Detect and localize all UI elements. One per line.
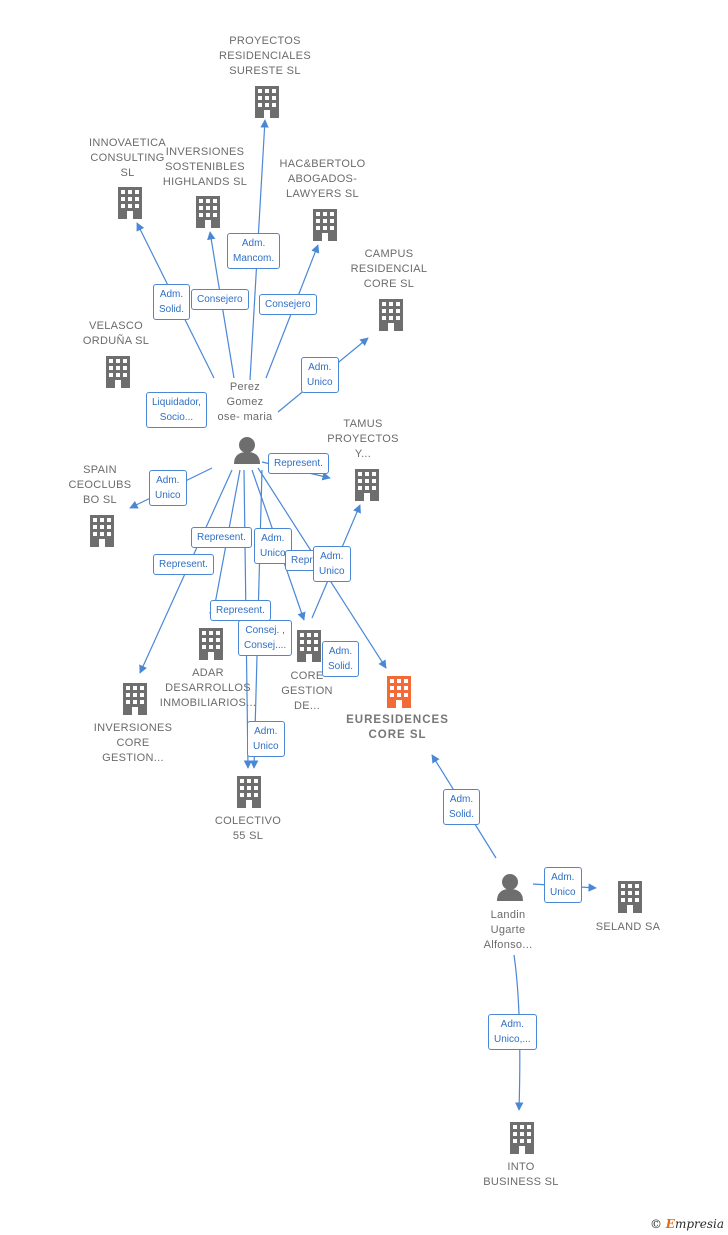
relation-label[interactable]: Adm. Mancom. <box>227 233 281 269</box>
node-label-perez[interactable]: Perez Gomez ose- maria <box>217 381 273 423</box>
person-icon <box>234 437 260 464</box>
building-icon <box>355 469 379 501</box>
node-label-into[interactable]: INTO BUSINESS SL <box>483 1161 559 1188</box>
node-label-tamus[interactable]: TAMUS PROYECTOS Y... <box>327 418 399 460</box>
relation-label[interactable]: Adm. Solid. <box>153 284 191 320</box>
node-label-adar[interactable]: ADAR DESARROLLOS INMOBILIARIOS... <box>159 667 257 709</box>
building-icon <box>379 299 403 331</box>
building-icon <box>118 187 142 219</box>
relation-label[interactable]: Adm. Unico <box>301 357 339 393</box>
empresia-logo[interactable]: © Empresia <box>650 1217 724 1231</box>
copyright-icon: © <box>649 1217 662 1231</box>
building-icon <box>297 630 321 662</box>
brand-name: mpresia <box>674 1217 724 1231</box>
relation-label[interactable]: Consejero <box>259 294 317 315</box>
relation-label[interactable]: Consejero <box>191 289 249 310</box>
building-icon-focus <box>387 676 411 708</box>
building-icon <box>123 683 147 715</box>
relation-label[interactable]: Adm. Unico <box>313 546 351 582</box>
relation-label[interactable]: Consej. , Consej.... <box>238 620 293 656</box>
node-label-inversiones-sostenibles[interactable]: INVERSIONES SOSTENIBLES HIGHLANDS SL <box>162 146 248 188</box>
node-label-colectivo[interactable]: COLECTIVO 55 SL <box>214 815 282 842</box>
node-label-seland[interactable]: SELAND SA <box>595 921 661 933</box>
node-label-innovaetica[interactable]: INNOVAETICA CONSULTING SL <box>88 137 167 179</box>
building-icon <box>313 209 337 241</box>
relation-label[interactable]: Represent. <box>210 600 271 621</box>
relation-label[interactable]: Adm. Unico <box>149 470 187 506</box>
node-label-landin[interactable]: Landin Ugarte Alfonso... <box>483 909 533 951</box>
node-label-core-gestion[interactable]: CORE GESTION DE... <box>281 670 333 712</box>
relation-label[interactable]: Adm. Solid. <box>322 641 360 677</box>
node-label-proyectos[interactable]: PROYECTOS RESIDENCIALES SURESTE SL <box>219 35 311 77</box>
building-icon <box>90 515 114 547</box>
relation-label[interactable]: Adm. Unico <box>247 721 285 757</box>
relation-label[interactable]: Represent. <box>191 527 252 548</box>
building-icon <box>510 1122 534 1154</box>
node-label-spain[interactable]: SPAIN CEOCLUBS BO SL <box>68 464 132 506</box>
relation-label[interactable]: Adm. Unico,... <box>488 1014 537 1050</box>
building-icon <box>199 628 223 660</box>
building-icon <box>618 881 642 913</box>
building-icon <box>237 776 261 808</box>
node-label-hac-bertolo[interactable]: HAC&BERTOLO ABOGADOS- LAWYERS SL <box>279 158 366 200</box>
building-icon <box>255 86 279 118</box>
person-icon <box>497 874 523 901</box>
building-icon <box>106 356 130 388</box>
relation-label[interactable]: Represent. <box>153 554 214 575</box>
node-label-campus[interactable]: CAMPUS RESIDENCIAL CORE SL <box>350 248 428 290</box>
relation-label[interactable]: Adm. Solid. <box>443 789 481 825</box>
building-icon <box>196 196 220 228</box>
relation-label[interactable]: Represent. <box>268 453 329 474</box>
node-label-euresidences[interactable]: EURESIDENCES CORE SL <box>346 714 449 741</box>
node-label-inversiones-core[interactable]: INVERSIONES CORE GESTION... <box>93 722 173 764</box>
relation-label[interactable]: Liquidador, Socio... <box>146 392 207 428</box>
relation-label[interactable]: Adm. Unico <box>544 867 582 903</box>
brand-initial: E <box>665 1217 675 1231</box>
node-label-velasco[interactable]: VELASCO ORDUÑA SL <box>82 320 150 347</box>
